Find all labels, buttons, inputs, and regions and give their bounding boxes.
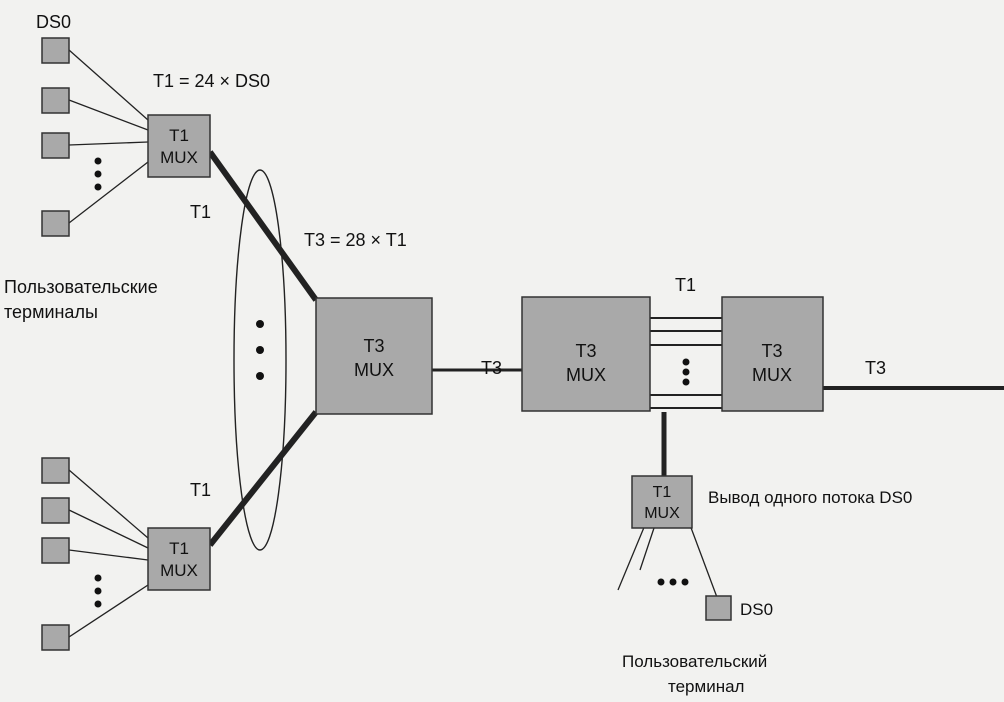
mux-label-line1: T3: [363, 336, 384, 356]
mux-label-line2: MUX: [644, 505, 680, 522]
t1-link-upper: [207, 150, 319, 302]
ellipse-dots: [256, 320, 264, 380]
t1-mux-lower: T1 MUX: [147, 527, 211, 591]
mux-label-line1: T1: [169, 539, 189, 558]
t3-equation-label: T3 = 28 × T1: [304, 230, 407, 250]
user-terminals-label-line2: терминалы: [4, 302, 98, 322]
t3-mid-link-label: T3: [481, 358, 502, 378]
upper-terminal-dots: [94, 157, 102, 191]
mux-label-line2: MUX: [354, 360, 394, 380]
t3-mux-mid: T3 MUX: [521, 296, 651, 412]
t1-bundle-label: T1: [675, 275, 696, 295]
drop-fanout-dots: [657, 578, 689, 586]
ds0-terminal: [41, 537, 70, 564]
user-terminal-label-line1: Пользовательский: [622, 652, 767, 671]
mux-label-line2: MUX: [160, 148, 198, 167]
mux-label-line1: T1: [169, 126, 189, 145]
ds0-terminal: [41, 37, 70, 64]
lower-terminal-dots: [94, 574, 102, 608]
t1-lower-link-label: T1: [190, 480, 211, 500]
mux-label-line1: T3: [575, 341, 596, 361]
t3-mux-main: T3 MUX: [315, 297, 433, 415]
ds0-terminal: [41, 87, 70, 114]
t1-mux-upper: T1 MUX: [147, 114, 211, 178]
ds0-terminal: [41, 457, 70, 484]
ds0-terminal: [41, 624, 70, 651]
ds0-terminal: [41, 210, 70, 237]
upper-ds0-terminals: [41, 37, 70, 237]
drop-stream-label: Вывод одного потока DS0: [708, 488, 912, 507]
t1-group-ellipse: [233, 169, 287, 551]
lower-ds0-links: [68, 469, 149, 638]
ds0-terminal: [41, 497, 70, 524]
ds0-terminal-drop: [705, 595, 732, 621]
ds0-terminal: [41, 132, 70, 159]
t3-right-link-label: T3: [865, 358, 886, 378]
upper-ds0-links: [68, 49, 149, 224]
mux-label-line2: MUX: [160, 561, 198, 580]
t1-mux-drop: T1 MUX: [631, 475, 693, 529]
lower-ds0-terminals: [41, 457, 70, 651]
t1-equation-label: T1 = 24 × DS0: [153, 71, 270, 91]
mux-label-line2: MUX: [752, 365, 792, 385]
mux-label-line1: T1: [653, 484, 672, 501]
t1-bundle-lines: [650, 317, 722, 409]
t3-mux-right: T3 MUX: [721, 296, 824, 412]
t1-upper-link-label: T1: [190, 202, 211, 222]
user-terminals-label-line1: Пользовательские: [4, 277, 158, 297]
t1-link-lower: [207, 410, 319, 547]
ds0-bottom-label: DS0: [740, 600, 773, 619]
drop-fanout-lines: [617, 524, 719, 601]
t1-bundle-dots: [682, 358, 690, 386]
mux-label-line1: T3: [761, 341, 782, 361]
user-terminal-label-line2: терминал: [668, 677, 744, 696]
ds0-top-label: DS0: [36, 12, 71, 32]
mux-label-line2: MUX: [566, 365, 606, 385]
